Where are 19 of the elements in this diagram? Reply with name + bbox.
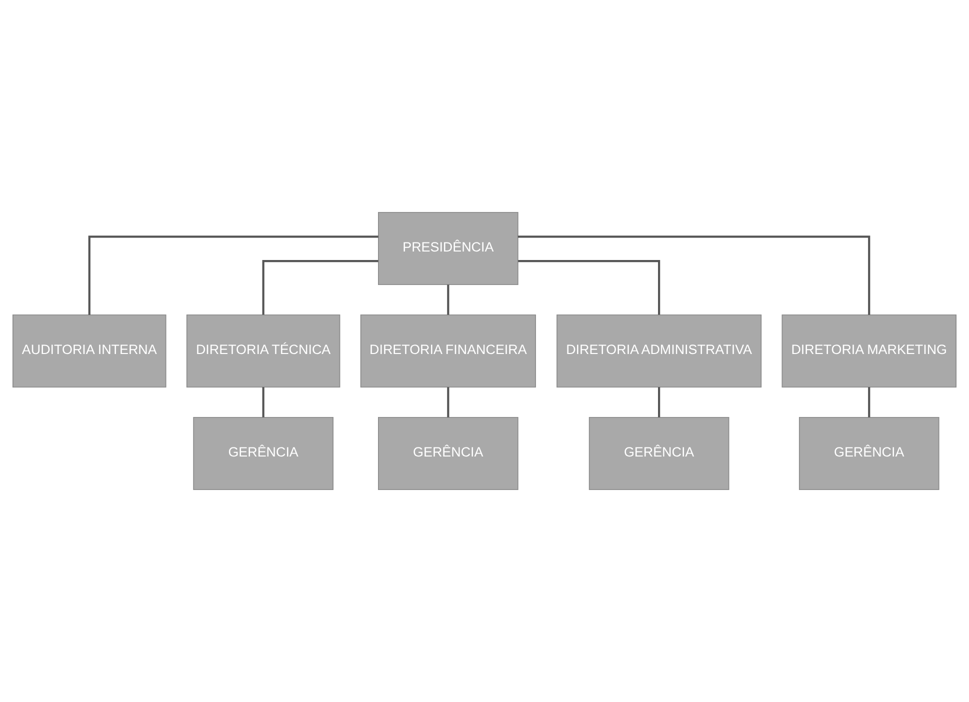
connector <box>658 387 660 418</box>
connector <box>518 260 660 315</box>
node-box: GERÊNCIA <box>588 416 730 490</box>
connector <box>447 387 450 418</box>
node-box: PRESIDÊNCIA <box>378 212 518 286</box>
connector <box>262 260 378 315</box>
connector <box>447 284 450 315</box>
node-box: DIRETORIA MARKETING <box>782 314 956 388</box>
node-box: GERÊNCIA <box>193 416 334 490</box>
node-box: GERÊNCIA <box>798 416 940 490</box>
connector <box>518 236 870 315</box>
connector <box>868 387 870 418</box>
node-box: DIRETORIA TÉCNICA <box>186 314 340 388</box>
node-box: AUDITORIA INTERNA <box>12 314 166 388</box>
node-box: GERÊNCIA <box>378 416 518 490</box>
node-box: DIRETORIA FINANCEIRA <box>360 314 536 388</box>
node-box: DIRETORIA ADMINISTRATIVA <box>556 314 762 388</box>
connector <box>88 236 378 315</box>
connector <box>262 387 264 418</box>
